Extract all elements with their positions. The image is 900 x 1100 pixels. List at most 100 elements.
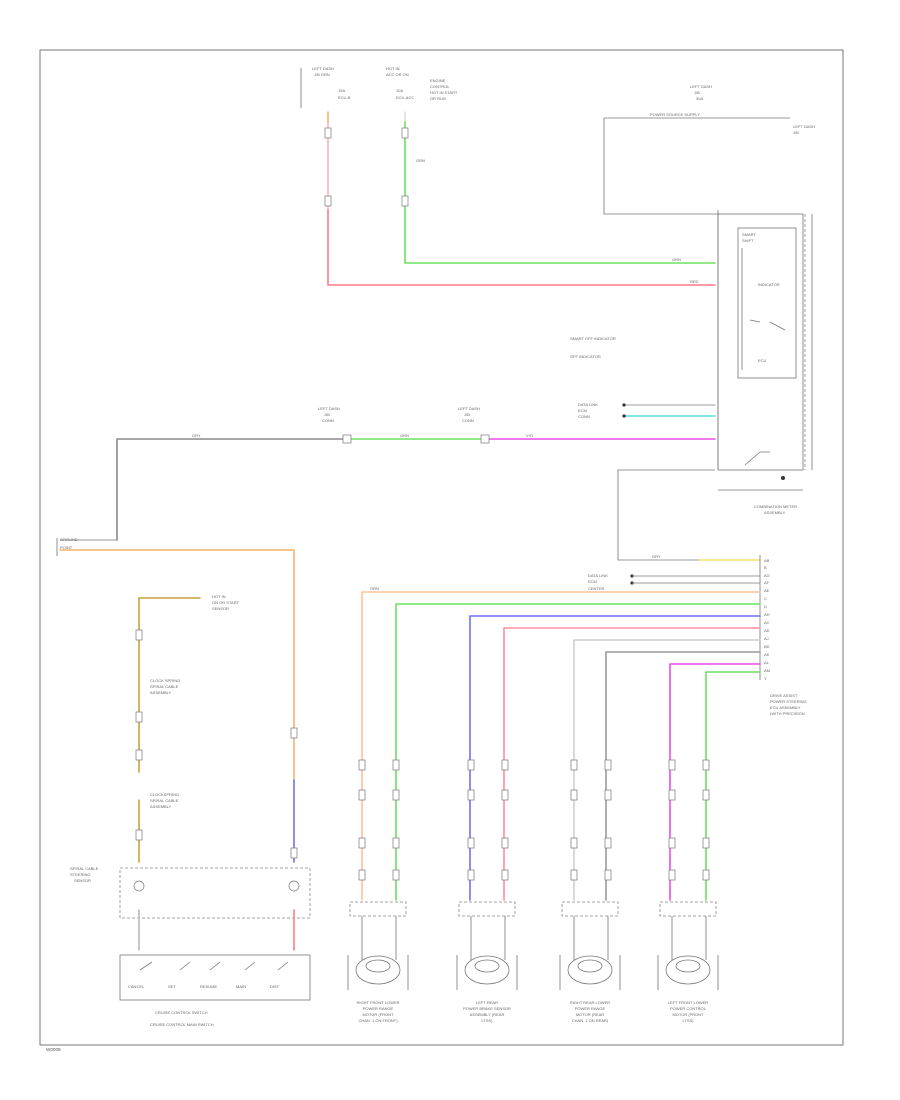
wire-peach-m1: [361, 591, 761, 901]
top-right-ref: LEFT DASH J/B: [793, 124, 815, 135]
ecu-box-label: DRIVE ASSIST POWER STEERING ECU ASSEMBLY…: [770, 693, 807, 716]
svg-text:ECM: ECM: [578, 408, 587, 413]
svg-text:LEFT DASH: LEFT DASH: [318, 406, 340, 411]
svg-text:DIST: DIST: [270, 984, 280, 989]
svg-text:CANCEL: CANCEL: [128, 984, 145, 989]
svg-text:AG: AG: [764, 573, 770, 578]
wire-green-m4: [705, 671, 761, 901]
svg-text:DATA LINK: DATA LINK: [578, 402, 598, 407]
svg-text:SMART OFF INDICATOR: SMART OFF INDICATOR: [570, 336, 616, 341]
svg-text:J/B: J/B: [464, 412, 470, 417]
svg-text:ORN: ORN: [370, 586, 379, 591]
svg-text:AB: AB: [764, 558, 770, 563]
motor-label-line: RIGHT FRONT LOWER: [357, 1000, 400, 1005]
combination-meter-box: [717, 213, 804, 471]
svg-text:MAIN: MAIN: [236, 984, 246, 989]
svg-text:SENSOR: SENSOR: [212, 606, 229, 611]
svg-text:INDICATOR: INDICATOR: [758, 282, 780, 287]
svg-text:ASSEMBLY: ASSEMBLY: [150, 804, 172, 809]
svg-text:LEFT DASH: LEFT DASH: [793, 124, 815, 129]
motor-label-line: MOTOR (REAR: [576, 1012, 604, 1017]
svg-text:RED: RED: [690, 279, 699, 284]
motor-label-line: POWER RANGE: [363, 1006, 394, 1011]
svg-text:J/B: J/B: [324, 412, 330, 417]
svg-text:BD: BD: [764, 644, 770, 649]
power-source-line: POWER SOURCE SUPPLY: [650, 112, 700, 117]
wire-pink-m2: [503, 627, 761, 901]
combination-meter-label: COMBINATION METER ASSEMBLY: [754, 504, 797, 515]
fuse-a-label: LEFT DASH J/B GRN 15A ECU-B: [312, 66, 351, 100]
motor-label-line: POWER CONTROL: [670, 1006, 707, 1011]
motor-label-line: POWER RANGE: [575, 1006, 606, 1011]
svg-text:VIO: VIO: [526, 433, 533, 438]
svg-text:ON OR START: ON OR START: [212, 600, 240, 605]
svg-text:ECU ASSEMBLY: ECU ASSEMBLY: [770, 705, 801, 710]
wire-gray-m3: [605, 651, 761, 901]
svg-text:GRN: GRN: [400, 433, 409, 438]
svg-text:GRY: GRY: [192, 433, 201, 438]
svg-text:CONN: CONN: [462, 418, 474, 423]
motor-label-line: ASSEMBLY (REAR: [470, 1012, 505, 1017]
cruise-switch-box: [119, 867, 311, 919]
svg-text:HOT IN: HOT IN: [212, 594, 226, 599]
svg-text:AL: AL: [764, 660, 770, 665]
svg-text:J/B GRN: J/B GRN: [314, 72, 330, 77]
svg-text:SPIRAL CABLE: SPIRAL CABLE: [150, 684, 179, 689]
svg-text:10A: 10A: [396, 88, 403, 93]
svg-text:ECU-ACC: ECU-ACC: [396, 95, 414, 100]
ecu-inputs-label: DATA LINK ECM CENTER: [588, 573, 608, 591]
svg-text:SMART: SMART: [742, 232, 756, 237]
wire-red-power: RED: [324, 111, 716, 286]
motor-label-line: RIGHT REAR LOWER: [570, 1000, 610, 1005]
motor-label-line: LTSS): [682, 1018, 694, 1023]
svg-text:GRN: GRN: [672, 257, 681, 262]
svg-text:AM: AM: [764, 668, 770, 673]
svg-text:SENSOR: SENSOR: [74, 878, 91, 883]
svg-text:LEFT DASH: LEFT DASH: [690, 84, 712, 89]
svg-text:ECM: ECM: [588, 579, 597, 584]
motor-label-line: MOTOR (FRONT: [362, 1012, 394, 1017]
svg-text:15A: 15A: [338, 88, 345, 93]
cruise-switch-contacts: CANCEL SET RESUME MAIN DIST: [128, 984, 280, 989]
svg-text:SET: SET: [168, 984, 176, 989]
svg-text:CONN: CONN: [322, 418, 334, 423]
left-ground-label: GROUND POINT: [60, 537, 78, 550]
svg-text:AH: AH: [764, 612, 770, 617]
wire-green-m1: [395, 603, 761, 901]
motor-label-line: CHAN. 1 ON FRONT): [358, 1018, 398, 1023]
wire-gray-main: [116, 438, 346, 541]
svg-text:AE: AE: [764, 588, 770, 593]
mid-conn-2-label: LEFT DASH J/B CONN: [458, 406, 480, 423]
svg-text:OFF INDICATOR: OFF INDICATOR: [570, 354, 601, 359]
svg-text:J/B: J/B: [793, 130, 799, 135]
motor-label-line: POWER BRAKE SENSOR: [463, 1006, 511, 1011]
wire-magenta-m4: [669, 663, 761, 901]
svg-text:SPIRAL CABLE: SPIRAL CABLE: [70, 866, 99, 871]
svg-text:GROUND: GROUND: [60, 537, 78, 542]
svg-text:HOT IN START: HOT IN START: [430, 90, 458, 95]
svg-text:POINT: POINT: [60, 545, 73, 550]
motor-label-line: CHAN. 1 ON REAR): [572, 1018, 609, 1023]
motor-label-line: LEFT FRONT LOWER: [668, 1000, 708, 1005]
motor-label-line: MOTOR (FRONT: [672, 1012, 704, 1017]
svg-text:DRIVE ASSIST: DRIVE ASSIST: [770, 693, 798, 698]
diagram-frame: [39, 49, 844, 1046]
data-lines-label: DATA LINK ECM CONN: [578, 402, 598, 419]
cruise-switch-subtitle: CRUISE CONTROL MAIN SWITCH: [150, 1022, 214, 1027]
motor-label-line: LEFT REAR: [476, 1000, 498, 1005]
top-right-fuse-label: LEFT DASH J/B 30A: [690, 84, 712, 101]
svg-text:C: C: [764, 596, 767, 601]
svg-text:ASSEMBLY: ASSEMBLY: [150, 690, 172, 695]
svg-text:GRN: GRN: [416, 158, 425, 163]
cruise-switch-title: CRUISE CONTROL SWITCH: [155, 1010, 208, 1015]
svg-text:AJ: AJ: [764, 636, 769, 641]
svg-text:ECU: ECU: [758, 358, 767, 363]
ecu-pins: AB B AG AF AE C D AH AC AD AJ BD AK AL A…: [764, 558, 770, 681]
svg-text:LEFT DASH: LEFT DASH: [312, 66, 334, 71]
left-sensor-a-label: HOT IN ON OR START SENSOR: [212, 594, 240, 611]
svg-text:CENTER: CENTER: [588, 586, 605, 591]
svg-text:SPIRAL CABLE: SPIRAL CABLE: [150, 798, 179, 803]
